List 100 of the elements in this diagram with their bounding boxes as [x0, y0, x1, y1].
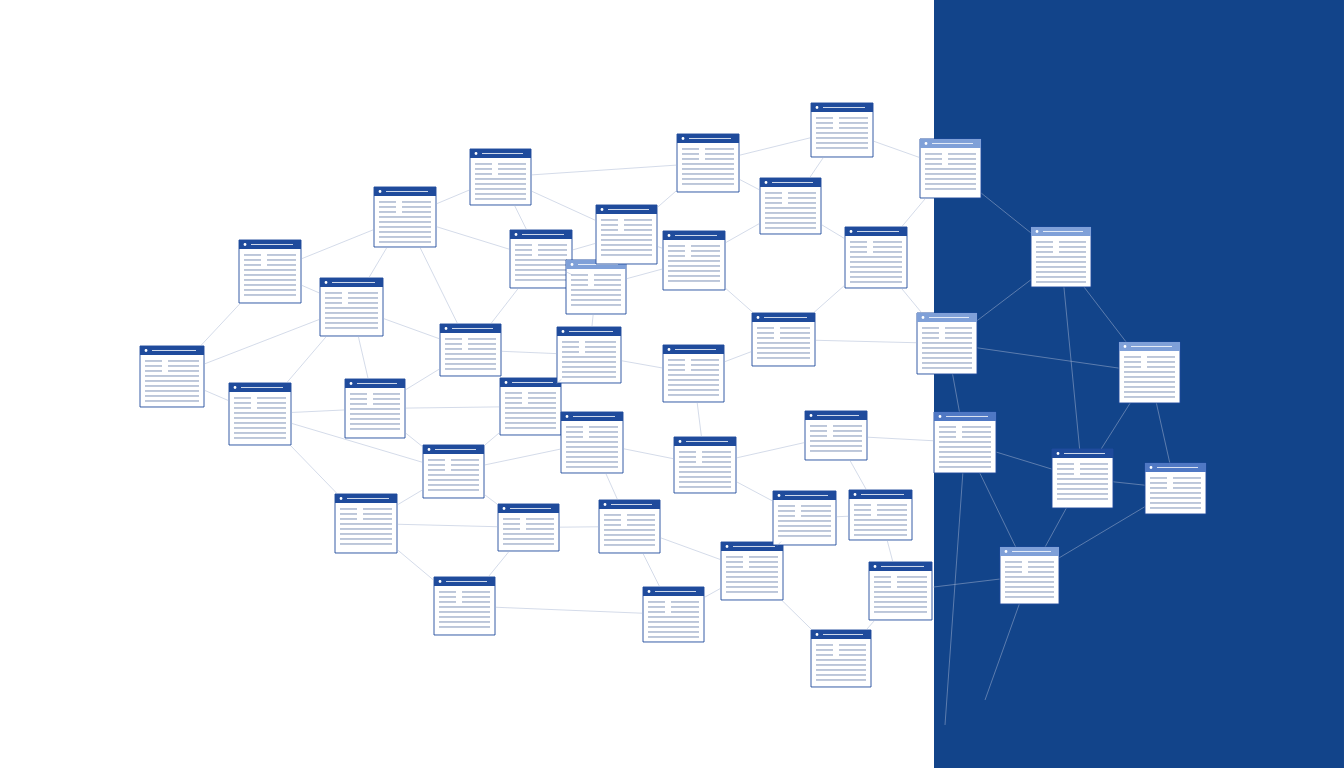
connector-line	[484, 448, 561, 466]
connector-line	[736, 442, 805, 459]
window-card	[868, 561, 933, 621]
connector-line	[979, 473, 1016, 547]
connector-line	[623, 448, 674, 459]
connector-line	[952, 374, 960, 412]
connector-line	[867, 436, 934, 442]
connector-line	[484, 432, 500, 446]
window-card	[433, 576, 496, 636]
connector-line	[704, 588, 721, 598]
connector-line	[1045, 508, 1067, 547]
connector-line	[531, 164, 677, 176]
connector-line	[696, 402, 702, 437]
connector-line	[739, 137, 811, 156]
window-card	[139, 345, 205, 408]
window-card	[999, 546, 1060, 605]
window-card	[810, 629, 872, 688]
window-card	[560, 411, 624, 474]
window-card	[662, 344, 725, 403]
connector-line	[419, 247, 458, 324]
connector-line	[777, 541, 782, 546]
connector-line	[996, 451, 1052, 470]
connector-line	[901, 288, 922, 313]
connector-line	[204, 390, 229, 401]
connector-line	[724, 351, 752, 363]
window-card	[598, 499, 661, 554]
window-card	[1118, 341, 1181, 404]
connector-line	[1156, 403, 1170, 463]
connector-line	[621, 360, 663, 369]
window-card	[1144, 462, 1207, 515]
connector-line	[397, 524, 498, 527]
window-card	[720, 541, 784, 601]
connector-line	[405, 406, 500, 409]
window-card	[344, 378, 406, 439]
connector-line	[204, 319, 320, 365]
connector-line	[981, 193, 1031, 233]
window-card	[509, 229, 573, 289]
connector-line	[984, 604, 1020, 701]
connector-line	[836, 516, 849, 517]
window-card	[334, 493, 398, 554]
connector-line	[368, 247, 388, 278]
connector-line	[873, 140, 920, 158]
window-card	[662, 230, 726, 291]
connector-line	[901, 198, 926, 227]
window-card	[228, 382, 292, 446]
window-card	[319, 277, 384, 337]
window-card	[933, 411, 997, 474]
window-card	[676, 133, 740, 193]
connector-line	[977, 279, 1031, 321]
connector-line	[725, 223, 760, 243]
connector-line	[736, 481, 773, 502]
window-card	[439, 323, 502, 377]
window-card	[1051, 448, 1114, 509]
connector-line	[301, 284, 320, 294]
connector-line	[1084, 287, 1127, 342]
connector-line	[531, 190, 596, 221]
connector-line	[932, 578, 1000, 588]
connector-line	[591, 314, 594, 327]
connector-line	[565, 271, 573, 276]
connector-line	[397, 549, 434, 581]
window-card	[642, 586, 705, 643]
connector-line	[501, 351, 557, 354]
connector-line	[1059, 506, 1145, 558]
connector-line	[815, 340, 917, 343]
window-card	[1030, 226, 1092, 288]
window-card	[804, 410, 868, 461]
connector-line	[821, 224, 845, 239]
window-card	[919, 138, 982, 199]
window-card	[497, 503, 560, 552]
connector-line	[660, 537, 721, 560]
connector-line	[556, 379, 562, 384]
connector-line	[436, 226, 510, 250]
connector-line	[781, 600, 812, 630]
window-card	[673, 436, 737, 494]
window-card	[751, 312, 816, 367]
connector-line	[866, 620, 875, 630]
connector-line	[813, 285, 845, 313]
connector-line	[436, 189, 470, 205]
connector-line	[739, 179, 760, 191]
window-card	[556, 326, 622, 384]
window-card	[595, 204, 658, 265]
connector-line	[291, 409, 345, 413]
connector-line	[383, 318, 440, 340]
window-card	[422, 444, 485, 499]
window-card	[772, 490, 837, 546]
connector-line	[291, 423, 423, 463]
connector-line	[495, 607, 643, 614]
connector-line	[642, 553, 660, 587]
connector-line	[1063, 287, 1080, 449]
connector-line	[484, 494, 498, 505]
connector-line	[886, 540, 893, 562]
connector-line	[572, 243, 596, 251]
connector-line	[405, 432, 423, 447]
connector-line	[286, 336, 327, 383]
connector-line	[626, 268, 663, 279]
connector-line	[605, 473, 618, 500]
window-card	[565, 259, 627, 315]
connector-line	[944, 473, 964, 726]
connector-line	[514, 205, 527, 230]
connector-line	[657, 190, 677, 208]
